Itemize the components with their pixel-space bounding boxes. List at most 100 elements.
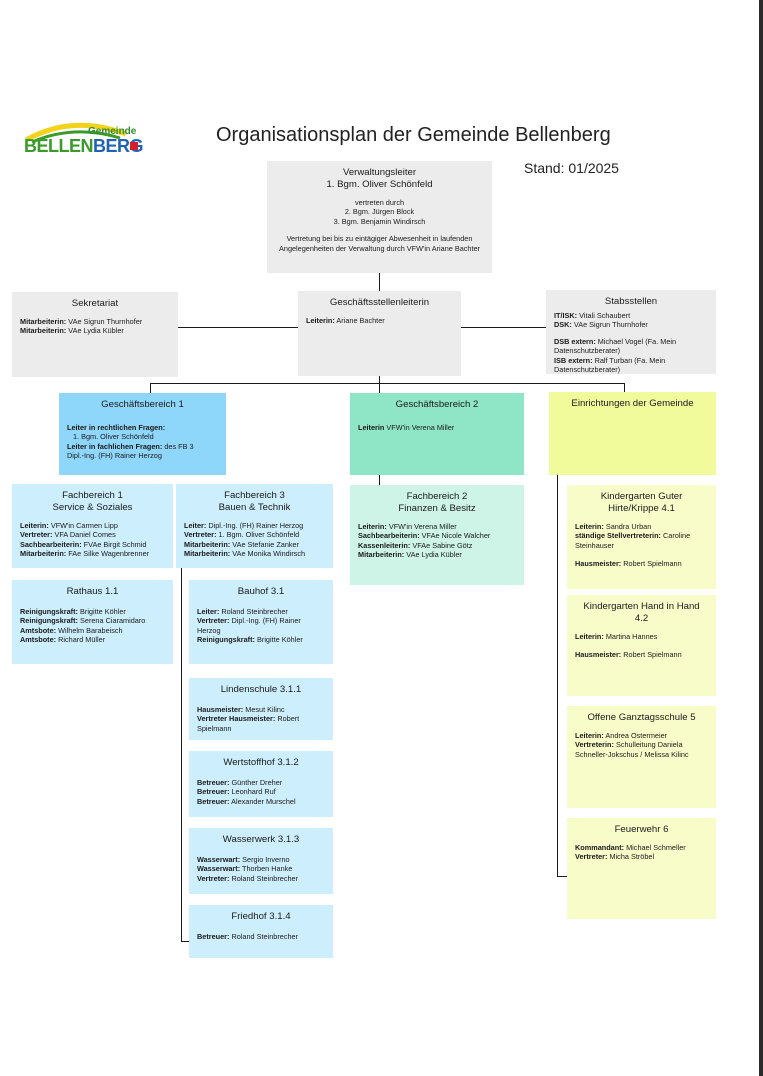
role-label: Vertreter: [184, 530, 217, 540]
person-name: Roland Steinbrecher [231, 931, 299, 941]
connector-vl-down [379, 272, 380, 292]
person-row: Mitarbeiterin: VAe Lydia Kübler [358, 550, 516, 559]
person-name: Michael Vogel (Fa. Mein Datenschutzberat… [554, 336, 677, 356]
role-label: Mitarbeiterin: [20, 316, 67, 326]
vertretung-note: Vertretung bei bis zu eintägiger Abwesen… [279, 234, 480, 253]
person-row: Mitarbeiterin: VAe Stefanie Zanker [184, 540, 325, 549]
wasserwerk-title: Wasserwerk 3.1.3 [222, 834, 300, 845]
person-name: Martina Hannes [605, 631, 658, 641]
role-label: Leiterin [358, 422, 385, 432]
person-name: Günther Dreher [231, 777, 283, 787]
fb1-head: Fachbereich 1 Service & Soziales [20, 490, 165, 514]
logo-word-bellenberg: BELLENBERG [24, 136, 144, 157]
page-title: Organisationsplan der Gemeinde Bellenber… [216, 124, 611, 146]
person-name: Sergio Inverno [242, 854, 290, 864]
person-row: Amtsbote: Wilhelm Barabeisch [20, 626, 165, 635]
person-name: VAe Lydia Kübler [406, 550, 462, 560]
role-label: ISB extern: [554, 355, 593, 365]
box-wasserwerk: Wasserwerk 3.1.3 Wasserwart: Sergio Inve… [189, 828, 333, 894]
verwaltungsleiter-name: 1. Bgm. Oliver Schönfeld [326, 178, 433, 190]
fb1-subtitle: Service & Soziales [52, 501, 133, 513]
person-row: Wasserwart: Thorben Hanke [197, 864, 325, 873]
fb3-subtitle: Bauen & Technik [218, 501, 291, 513]
connector-fb3-bottom [181, 941, 189, 942]
friedhof-title: Friedhof 3.1.4 [231, 911, 291, 922]
person-name: FVAe Birgit Schmid [83, 539, 147, 549]
role-label: Mitarbeiterin: [20, 326, 67, 336]
person-name: VAe Lydia Kübler [68, 326, 124, 336]
person-row: Mitarbeiterin: VAe Sigrun Thurnhofer [20, 317, 170, 326]
box-fachbereich-2: Fachbereich 2 Finanzen & Besitz Leiterin… [350, 485, 524, 585]
deputy-1: 2. Bgm. Jürgen Block [344, 207, 415, 217]
fb3-head: Fachbereich 3 Bauen & Technik [184, 490, 325, 514]
gb1-value-rechtlich: 1. Bgm. Oliver Schönfeld [73, 432, 154, 442]
role-label: Sachbearbeiterin: [358, 531, 420, 541]
role-label: Amtsbote: [20, 625, 57, 635]
connector-to-gb2 [379, 383, 380, 393]
person-name: Alexander Murschel [231, 796, 296, 806]
person-name: VAe Monika Windirsch [232, 549, 306, 559]
role-label: Hausmeister: [575, 650, 622, 660]
role-label: Reinigungskraft: [20, 616, 78, 626]
box-fachbereich-1: Fachbereich 1 Service & Soziales Leiteri… [12, 484, 173, 568]
person-row: Betreuer: Roland Steinbrecher [197, 932, 325, 941]
gb1-value-fachlich-name: Dipl.-Ing. (FH) Rainer Herzog [67, 451, 162, 461]
role-label: Wasserwart: [197, 864, 241, 874]
person-row: ständige Stellvertreterin: Caroline Stei… [575, 531, 708, 550]
role-label: Betreuer: [197, 796, 230, 806]
person-row: Vertreterin: Schulleitung Daniela Schnel… [575, 740, 708, 759]
person-name: VFW'in Carmen Lipp [50, 520, 118, 530]
box-geschaeftsstellenleiterin: Geschäftsstellenleiterin Leiterin: Arian… [298, 291, 461, 376]
person-row: Leiterin: Ariane Bachter [306, 316, 453, 325]
person-row: Hausmeister: Robert Spielmann [575, 559, 708, 568]
person-row: Mitarbeiterin: VAe Lydia Kübler [20, 326, 170, 335]
connector-einrichtungen-bottom [557, 876, 567, 877]
person-row: Sachbearbeiterin: FVAe Birgit Schmid [20, 540, 165, 549]
person-row: Vertreter: Micha Ströbel [575, 852, 708, 861]
person-row: Leiter: Dipl.-Ing. (FH) Rainer Herzog [184, 521, 325, 530]
fb2-subtitle: Finanzen & Besitz [398, 502, 476, 514]
role-label: Leiterin: [575, 521, 604, 531]
role-label: Betreuer: [197, 777, 230, 787]
logo-word-gemeinde: Gemeinde [88, 126, 137, 137]
role-label: Mitarbeiterin: [20, 549, 67, 559]
person-row: ISB extern: Ralf Turban (Fa. Mein Datens… [554, 356, 708, 374]
role-label: Vertreter: [197, 616, 230, 626]
role-label: Kommandant: [575, 842, 625, 852]
role-label: Leiterin: [20, 520, 49, 530]
person-name: Andrea Ostermeier [605, 730, 668, 740]
person-row: Leiterin: VFW'in Carmen Lipp [20, 521, 165, 530]
person-row: Reinigungskraft: Brigitte Köhler [197, 635, 325, 644]
feuerwehr-title: Feuerwehr 6 [614, 824, 669, 835]
gb1-value-fachlich: des FB 3 [162, 441, 194, 451]
role-label: Vertreter: [575, 852, 608, 862]
person-name: VFA Daniel Comes [54, 530, 116, 540]
person-name: Robert Spielmann [623, 650, 682, 660]
box-geschaeftsbereich-2: Geschäftsbereich 2 Leiterin VFW'in Veren… [350, 393, 524, 475]
person-row: Wasserwart: Sergio Inverno [197, 855, 325, 864]
box-feuerwehr: Feuerwehr 6 Kommandant: Michael Schmelle… [567, 818, 716, 919]
role-label: Vertreter: [20, 530, 53, 540]
person-row: Betreuer: Günther Dreher [197, 778, 325, 787]
person-name: VFAe Sabine Götz [412, 540, 473, 550]
person-row: DSK: VAe Sigrun Thurnhofer [554, 320, 708, 329]
gb2-rows-list: Leiterin VFW'in Verena Miller [358, 423, 516, 432]
kiga-hand-in-hand-rows2-list: Hausmeister: Robert Spielmann [575, 650, 708, 659]
person-name: Robert Spielmann [623, 559, 682, 569]
role-label: Leiterin: [358, 521, 387, 531]
box-einrichtungen: Einrichtungen der Gemeinde [549, 392, 716, 475]
fb2-title: Fachbereich 2 [406, 491, 468, 502]
rathaus-title: Rathaus 1.1 [66, 586, 119, 597]
person-row: Reinigungskraft: Brigitte Köhler [20, 607, 165, 616]
role-label: Hausmeister: [575, 559, 622, 569]
stand-date: Stand: 01/2025 [524, 160, 619, 176]
box-kindergarten-hand-in-hand: Kindergarten Hand in Hand 4.2 Leiterin: … [567, 595, 716, 696]
